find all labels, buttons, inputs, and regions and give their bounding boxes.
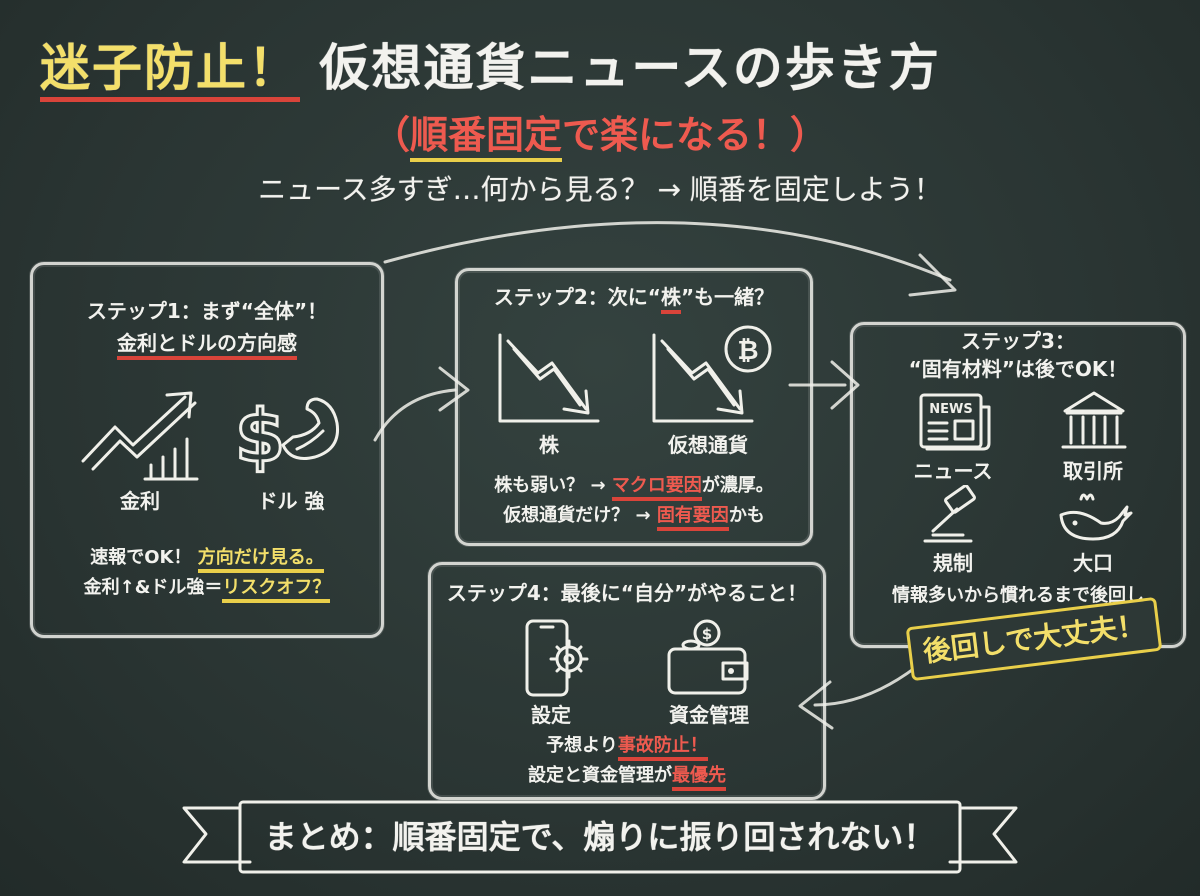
step4-line2-b: 最優先: [672, 765, 726, 791]
step2-line2-a: 仮想通貨だけ？ →: [503, 505, 657, 526]
step2-icon2-label: 仮想通貨: [668, 433, 748, 457]
step1-line2-b: リスクオフ？: [222, 577, 331, 603]
step4-line1-a: 予想より: [546, 735, 618, 756]
page-title: 迷子防止！ 仮想通貨ニュースの歩き方: [40, 28, 941, 102]
newspaper-text: NEWS: [929, 402, 972, 417]
step1-line2: 金利↑&ドル強＝リスクオフ？: [33, 573, 381, 603]
step4-line2: 設定と資金管理が最優先: [431, 761, 823, 791]
title-highlight: 迷子防止！: [40, 39, 300, 102]
step1-line2-a: 金利↑&ドル強＝: [83, 577, 223, 598]
step2-line1: 株も弱い？ → マクロ要因が濃厚。: [458, 471, 810, 501]
step2-title-c: ”も一緒？: [680, 285, 775, 309]
step1-box: ステップ1：まず“全体”！ 金利とドルの方向感 $ 金利 ドル 強 速報でOK！…: [30, 262, 384, 638]
step4-icon1-label: 設定: [531, 703, 571, 727]
step1-icon2-label: ドル 強: [257, 489, 325, 513]
subtitle-highlight: 順番固定: [409, 113, 562, 162]
phone-gear-icon: [525, 619, 589, 697]
step3-note: 情報多いから慣れるまで後回し: [892, 585, 1144, 606]
subtitle-rest: で楽になる！）: [562, 113, 829, 157]
step2-title-b: 株: [660, 285, 681, 314]
svg-text:$: $: [235, 394, 285, 478]
falling-crypto-chart-icon: ₿: [652, 325, 772, 423]
step4-line1: 予想より事故防止！: [431, 731, 823, 761]
step3-icon3-label: 規制: [933, 551, 973, 575]
bank-building-icon: [1061, 391, 1127, 449]
summary-text: まとめ：順番固定で、煽りに振り回されない！: [264, 818, 936, 856]
step2-line1-b: マクロ要因: [611, 475, 702, 501]
step1-title: ステップ1：まず“全体”！: [86, 299, 328, 323]
gavel-icon: [923, 485, 976, 543]
step1-line1-b: 方向だけ見る。: [197, 547, 324, 573]
arrow-3-4-icon: [813, 658, 927, 707]
step2-line2: 仮想通貨だけ？ → 固有要因かも: [458, 501, 810, 531]
strong-dollar-icon: $: [234, 393, 340, 480]
step2-line1-a: 株も弱い？ →: [494, 475, 612, 496]
step2-line2-b: 固有要因: [656, 505, 729, 531]
step2-title-a: ステップ2：次に“: [493, 285, 661, 309]
step1-line1-a: 速報でOK！: [90, 547, 192, 568]
step3-title1: ステップ3：: [961, 329, 1075, 353]
step3-icon4-label: 大口: [1073, 551, 1113, 575]
step2-line1-c: が濃厚。: [701, 475, 774, 496]
step4-line2-a: 設定と資金管理が: [528, 765, 672, 786]
step1-line1: 速報でOK！ 方向だけ見る。: [33, 543, 381, 573]
step2-title: ステップ2：次に“株”も一緒？: [458, 281, 810, 314]
arrow-top-icon: [383, 221, 952, 282]
step4-line1-b: 事故防止！: [617, 735, 708, 761]
newspaper-icon: NEWS: [919, 393, 991, 451]
step3-title2: “固有材料”は後でOK！: [908, 357, 1128, 381]
svg-text:$: $: [702, 625, 712, 643]
wallet-icon: $: [667, 619, 749, 695]
falling-chart-icon: [498, 333, 600, 423]
rising-chart-icon: [81, 391, 199, 481]
bitcoin-icon: ₿: [737, 336, 758, 366]
summary-ribbon-icon: [182, 800, 1018, 874]
page-subtitle: （順番固定で楽になる！）: [0, 104, 1200, 162]
step1-icon1-label: 金利: [120, 489, 160, 513]
step3-icon2-label: 取引所: [1063, 459, 1123, 483]
step4-icon2-label: 資金管理: [669, 703, 749, 727]
step2-box: ステップ2：次に“株”も一緒？ ₿ 株 仮想通貨 株も弱い？ → マクロ要因が濃…: [455, 268, 813, 546]
step2-icon1-label: 株: [539, 433, 559, 457]
subtitle-open: （: [371, 113, 410, 157]
arrow-1-2-icon: [373, 388, 457, 442]
step4-box: ステップ4：最後に“自分”がやること！ $ 設定 資金管理 予想より事故防止！ …: [428, 562, 826, 800]
step1-subtitle: 金利とドルの方向感: [117, 331, 297, 360]
step4-title: ステップ4：最後に“自分”がやること！: [446, 581, 808, 605]
lead-text: ニュース多すぎ…何から見る？ → 順番を固定しよう！: [258, 173, 942, 206]
title-main-text: 仮想通貨ニュースの歩き方: [319, 39, 941, 97]
step2-line2-c: かも: [728, 505, 765, 526]
step3-box: ステップ3： “固有材料”は後でOK！ NEWS ニュース 取引所 規制 大口 …: [850, 322, 1186, 648]
step3-icon1-label: ニュース: [913, 459, 993, 483]
whale-icon: [1059, 493, 1133, 541]
